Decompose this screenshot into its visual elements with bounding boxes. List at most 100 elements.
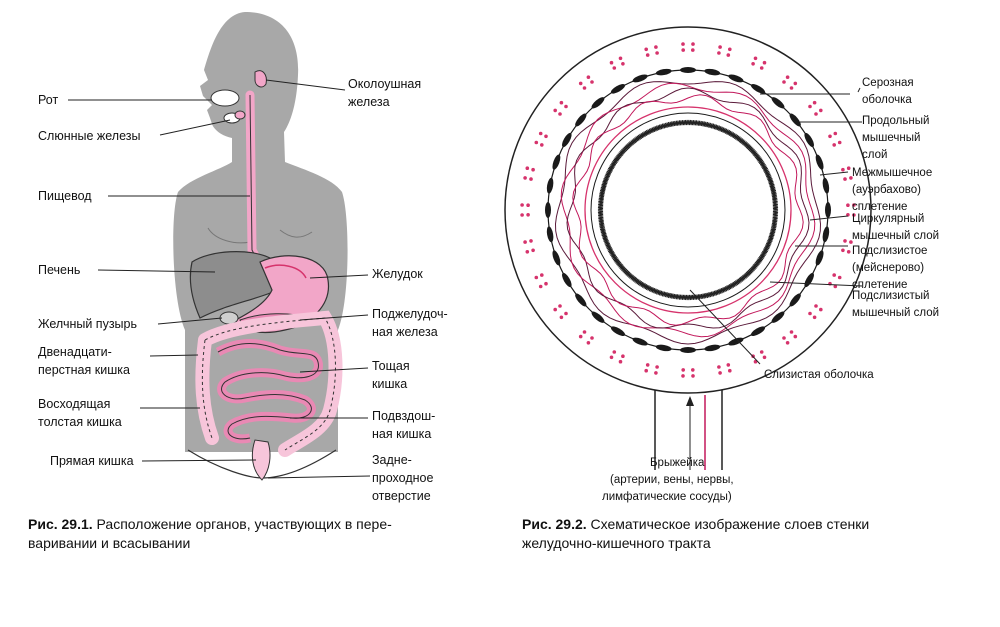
serosa-dot (553, 108, 557, 113)
serosa-dot (814, 112, 818, 116)
leader-lines-fig1 (68, 79, 371, 479)
label-longitudinal-2: мышечный (862, 132, 920, 144)
serosa-dot (531, 248, 535, 253)
caption-fig2: Рис. 29.2. Схематическое изображение сло… (522, 515, 992, 553)
muscle-bead (822, 177, 830, 194)
gi-wall-cross-section (504, 26, 872, 394)
serosa-dot (833, 284, 838, 289)
muscle-bead (750, 84, 766, 94)
serosa-dot (793, 81, 798, 86)
serosa-dot (849, 176, 853, 180)
caption-fig2-text-2: желудочно-кишечного тракта (522, 535, 711, 551)
muscle-bead (552, 154, 561, 170)
serosa-dot (726, 53, 731, 57)
serosa-dot (785, 341, 790, 345)
serosa-dot (717, 365, 721, 369)
serosa-dot (717, 51, 721, 55)
label-circular-1: Циркулярный (852, 213, 924, 225)
serosa-dot (586, 75, 591, 79)
serosa-dot (728, 47, 732, 52)
muscle-bead (575, 113, 587, 127)
serosa-dot (534, 275, 539, 280)
circular-muscle (554, 81, 822, 345)
serosa-dot (681, 374, 685, 378)
serosa-dot (526, 213, 530, 217)
serosa-dot (691, 48, 695, 52)
muscle-bead (822, 226, 830, 243)
serosa-dot (718, 45, 722, 49)
label-circular-2: мышечный слой (852, 230, 939, 242)
serosa-dot (785, 75, 790, 79)
serosa-dot (782, 336, 786, 340)
serosa-dot (654, 371, 658, 375)
muscle-bead (789, 293, 801, 307)
serosa-dot (808, 104, 812, 109)
label-longitudinal-3: слой (862, 149, 887, 161)
serosa-dot (529, 239, 533, 243)
label-myenteric-2: (ауэрбахово) (852, 184, 921, 196)
mesentery (654, 390, 723, 470)
serosa-dot (837, 140, 842, 145)
serosa-dot (828, 134, 832, 139)
serosa-dot (751, 62, 755, 66)
rectum (251, 439, 271, 481)
label-esophagus: Пищевод (38, 189, 92, 203)
serosa-dot (759, 66, 764, 70)
serosa-dot (644, 368, 648, 373)
label-parotid-1: Околоушная (348, 77, 421, 91)
serosa-dot (832, 273, 836, 277)
muscle-bead (771, 97, 785, 109)
serosa-dot (525, 166, 530, 170)
label-mouth: Рот (38, 93, 58, 107)
serosa-dot (759, 350, 764, 354)
caption-fig1-text-1: Расположение органов, участвующих в пере… (96, 516, 392, 532)
serosa-dot (691, 368, 695, 372)
muscle-bead (610, 84, 626, 94)
muscle-bead (804, 132, 814, 148)
serosa-dot (612, 66, 617, 70)
serosa-dot (609, 355, 614, 360)
serosa-dot (789, 86, 794, 90)
label-submucosal-plexus-3: сплетение (852, 279, 907, 291)
muscle-bead (552, 250, 561, 266)
serosa-dot (564, 311, 568, 316)
labels-fig2: Серозная оболочка Продольный мышечный сл… (602, 77, 939, 503)
muscle-bead (728, 337, 744, 346)
serosa-dot (753, 56, 758, 61)
serosa-dot (645, 363, 650, 367)
serosa-dot (852, 213, 856, 217)
muscle-bead (704, 68, 721, 76)
serosa-dot (558, 112, 562, 116)
muscle-bead (632, 337, 648, 346)
circular-muscle-line (554, 81, 822, 345)
serosa-dot (812, 315, 817, 320)
circular-muscle-line (572, 94, 804, 326)
labels-fig1-right: Околоушная железа Желудок Поджелудоч- на… (348, 77, 448, 503)
serosa-dot (582, 86, 587, 90)
muscle-bead (545, 202, 551, 218)
serosa-dot (553, 307, 557, 312)
serosa-dot (841, 167, 845, 172)
serosa-dot (558, 304, 562, 308)
serosa-dot (718, 371, 722, 375)
muscle-bead (655, 68, 672, 76)
serosa-dot (520, 203, 524, 207)
muscle-bead (750, 326, 766, 336)
label-salivary-glands: Слюнные железы (38, 129, 141, 143)
label-pancreas-1: Поджелудоч- (372, 307, 448, 321)
serosa-dot (612, 350, 617, 354)
serosa-dot (654, 45, 658, 49)
label-ascending-colon-1: Восходящая (38, 397, 110, 411)
serosa-dot (538, 284, 543, 289)
muscle-bead (575, 293, 587, 307)
serosa-dot (837, 275, 842, 280)
serosa-dot (526, 203, 530, 207)
muscle-bead (815, 154, 824, 170)
label-serosa-2: оболочка (862, 94, 912, 106)
serosa-dot (843, 177, 847, 181)
serosa-dot (846, 250, 851, 254)
muscle-bead (771, 311, 785, 323)
gallbladder (219, 311, 239, 325)
label-gallbladder: Желчный пузырь (38, 317, 137, 331)
